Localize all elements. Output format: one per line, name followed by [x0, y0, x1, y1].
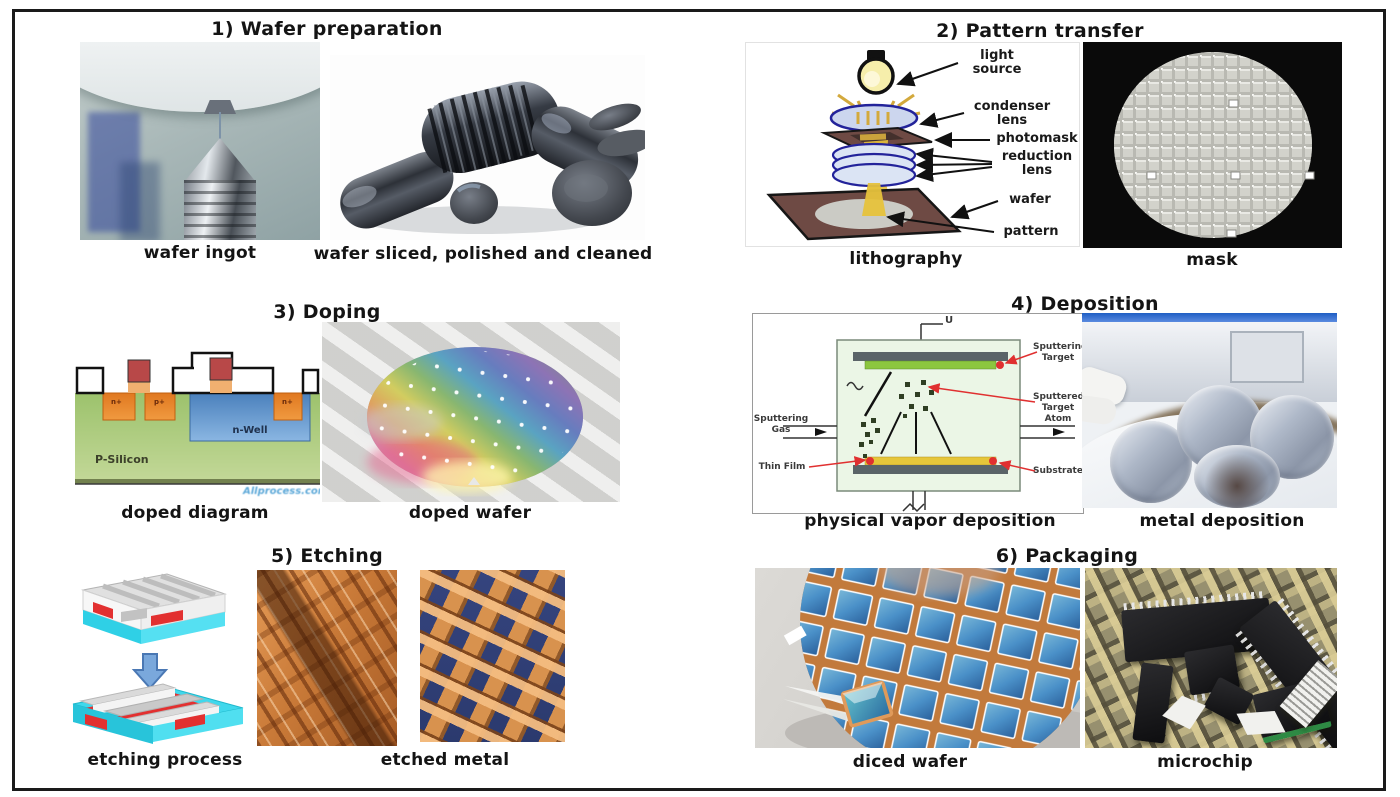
doped-diagram: n+ p+ n+ n-Well P-Silicon Allprocess.com	[75, 345, 320, 505]
section-4-title: 4) Deposition	[1011, 293, 1159, 315]
diced-wafer-photo	[755, 568, 1080, 748]
caption-wafer-ingot: wafer ingot	[143, 243, 257, 263]
diced-wafer-art	[783, 568, 1080, 748]
caption-etching-process: etching process	[87, 750, 243, 770]
doped-wafer-photo	[322, 322, 620, 502]
caption-metal-deposition: metal deposition	[1139, 511, 1305, 531]
caption-pvd: physical vapor deposition	[804, 511, 1056, 531]
ingots-and-wafers-art	[340, 81, 645, 234]
crystal-cylinder-art	[184, 180, 256, 240]
label-n-well: n-Well	[232, 425, 268, 436]
section-5-title: 5) Etching	[270, 545, 384, 567]
label-n-plus-right: n+	[282, 398, 293, 406]
label-condenser-lens: condenser lens	[973, 99, 1051, 129]
crystal-cone-art	[184, 138, 256, 182]
label-sputtering-target: Sputtering Target	[1033, 342, 1084, 363]
mask-photo	[1083, 42, 1342, 248]
microchip-photo	[1085, 568, 1337, 748]
label-p-plus: p+	[154, 398, 165, 406]
etched-metal-photo-1	[257, 570, 397, 746]
caption-diced-wafer: diced wafer	[852, 752, 968, 772]
pvd-diagram: U Sputtering Target Sputtered Target Ato…	[752, 313, 1084, 514]
cmos-cross-section-art	[75, 351, 320, 485]
label-p-silicon: P-Silicon	[95, 453, 149, 466]
lithography-art	[766, 50, 999, 241]
etching-steps-art	[72, 573, 244, 744]
label-pattern: pattern	[1003, 224, 1059, 239]
caption-etched-metal: etched metal	[380, 750, 510, 770]
etched-metal-photo-2	[420, 570, 565, 742]
watermark-text: Allprocess.com	[243, 486, 320, 497]
label-n-plus-left: n+	[111, 398, 122, 406]
section-3-title: 3) Doping	[273, 301, 381, 323]
caption-wafer-sliced: wafer sliced, polished and cleaned	[313, 244, 653, 264]
outer-frame	[12, 9, 1386, 791]
wafer-sliced-photo	[330, 55, 645, 240]
caption-mask: mask	[1186, 250, 1238, 270]
label-thin-film: Thin Film	[758, 462, 806, 472]
sputtering-chamber-art	[783, 323, 1075, 513]
label-light-source: light source	[972, 48, 1022, 78]
machine-frame-art	[88, 112, 140, 232]
etching-process-diagram	[55, 568, 250, 748]
caption-doped-diagram: doped diagram	[121, 503, 269, 523]
puller-head-art	[80, 42, 320, 112]
label-wafer: wafer	[1009, 192, 1051, 207]
rainbow-wafer-art	[362, 347, 583, 493]
label-substrate: Substrate	[1033, 466, 1083, 476]
label-sputtering-gas: Sputtering Gas	[753, 414, 809, 435]
section-1-title: 1) Wafer preparation	[211, 18, 443, 40]
wafer-ingot-photo	[80, 42, 320, 240]
label-sputtered-target-atom: Sputtered Target Atom	[1033, 392, 1084, 424]
lithography-diagram: light source condenser lens photomask re…	[745, 42, 1080, 247]
mask-wafer-art	[1114, 52, 1315, 238]
caption-lithography: lithography	[849, 249, 963, 269]
caption-doped-wafer: doped wafer	[408, 503, 532, 523]
caption-microchip: microchip	[1157, 752, 1253, 772]
section-2-title: 2) Pattern transfer	[936, 20, 1144, 42]
metal-deposition-photo	[1082, 313, 1337, 508]
label-voltage-u: U	[945, 315, 954, 326]
section-6-title: 6) Packaging	[995, 545, 1139, 567]
label-reduction-lens: reduction lens	[1001, 149, 1073, 179]
label-photomask: photomask	[996, 131, 1078, 146]
